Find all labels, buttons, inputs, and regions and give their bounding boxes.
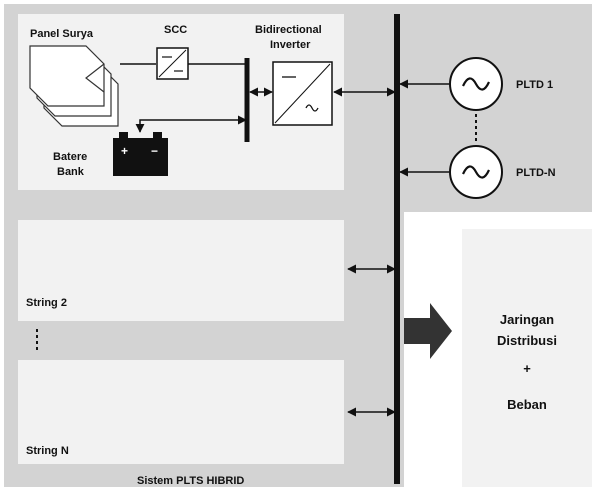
distribution-block: [462, 229, 592, 487]
pltd-1-icon: [449, 57, 503, 111]
distribution-line3: +: [523, 361, 531, 376]
string-2-block: [18, 220, 344, 321]
string-n-label: String N: [26, 445, 69, 457]
supply-arrow-icon: [404, 303, 452, 359]
string-2-label: String 2: [26, 297, 67, 309]
distribution-line4: Beban: [507, 397, 547, 412]
inverter-label-line1: Bidirectional: [255, 24, 322, 36]
distribution-line2: Distribusi: [497, 333, 557, 348]
battery-bus-link: [135, 115, 247, 133]
inverter-icon: [272, 61, 333, 126]
pltd-n-icon: [449, 145, 503, 199]
solar-panel-label: Panel Surya: [30, 28, 94, 40]
string-n-block: [18, 360, 344, 464]
system-label: Sistem PLTS HIBRID: [137, 475, 244, 487]
battery-minus: −: [151, 144, 158, 158]
inverter-label-line2: Inverter: [270, 39, 311, 51]
distribution-line1: Jaringan: [500, 312, 554, 327]
battery-plus: +: [121, 144, 128, 158]
scc-label: SCC: [164, 24, 187, 36]
scc-icon: [156, 47, 189, 80]
battery-label-line1: Batere: [53, 151, 87, 163]
solar-panel-icon: [29, 45, 119, 127]
battery-icon: + −: [113, 132, 168, 176]
battery-label-line2: Bank: [57, 166, 85, 178]
pltd-1-label: PLTD 1: [516, 79, 553, 91]
pltd-n-label: PLTD-N: [516, 167, 556, 179]
